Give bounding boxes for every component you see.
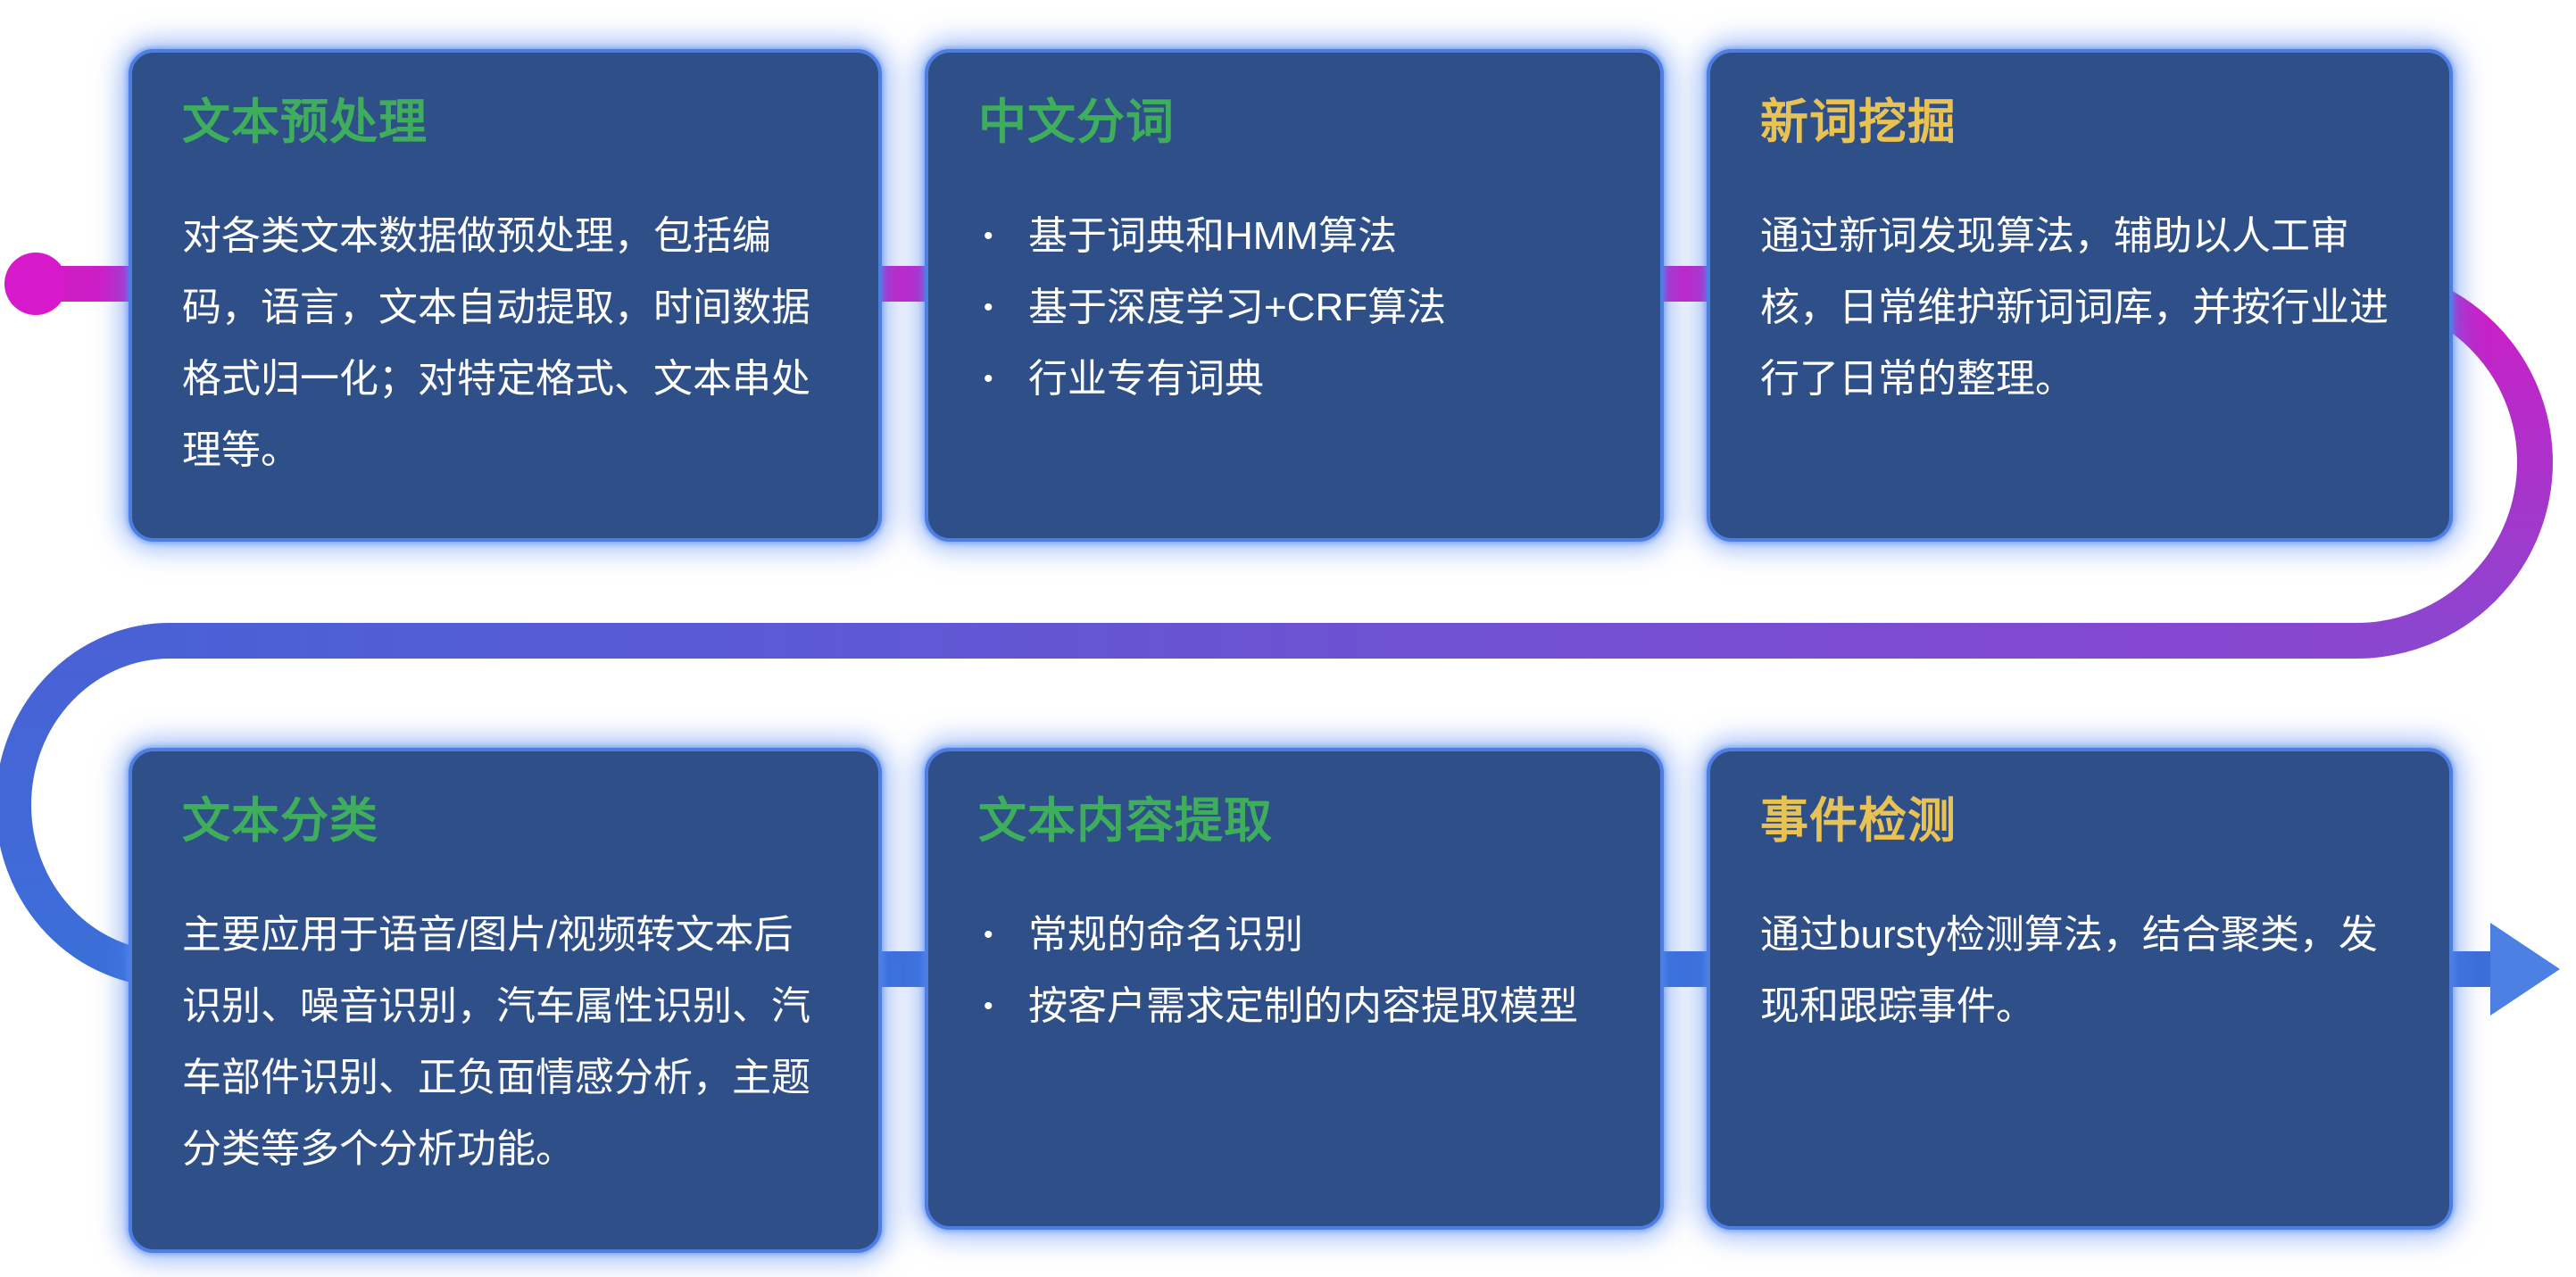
card-text-preprocessing: 文本预处理 对各类文本数据做预处理，包括编码，语言，文本自动提取，时间数据格式归…: [129, 49, 882, 542]
card-text-content-extraction: 文本内容提取 • 常规的命名识别 • 按客户需求定制的内容提取模型: [925, 748, 1664, 1230]
bullet-item: • 行业专有词典: [978, 344, 1610, 415]
bullet-dot-icon: •: [984, 920, 993, 949]
card-bullet-list: • 基于词典和HMM算法 • 基于深度学习+CRF算法 • 行业专有词典: [978, 201, 1610, 415]
card-body: 对各类文本数据做预处理，包括编码，语言，文本自动提取，时间数据格式归一化；对特定…: [182, 214, 810, 472]
bullet-dot-icon: •: [984, 221, 993, 251]
card-body: 通过新词发现算法，辅助以人工审核，日常维护新词词库，并按行业进行了日常的整理。: [1760, 214, 2389, 401]
card-title: 文本预处理: [182, 95, 428, 149]
bullet-item: • 常规的命名识别: [978, 900, 1610, 971]
card-body: 主要应用于语音/图片/视频转文本后识别、噪音识别，汽车属性识别、汽车部件识别、正…: [182, 913, 810, 1171]
flow-line-bottom: [0, 623, 2499, 987]
card-event-detection: 事件检测 通过bursty检测算法，结合聚类，发现和跟踪事件。: [1707, 748, 2453, 1230]
bullet-dot-icon: •: [984, 991, 993, 1021]
flow-start-dot-icon: [4, 253, 67, 315]
card-title: 新词挖掘: [1760, 95, 1957, 149]
card-title: 事件检测: [1760, 794, 1957, 848]
bullet-dot-icon: •: [984, 293, 993, 322]
bullet-dot-icon: •: [984, 364, 993, 394]
bullet-text: 常规的命名识别: [1028, 913, 1303, 957]
card-title: 文本分类: [182, 794, 378, 848]
bullet-item: • 基于深度学习+CRF算法: [978, 272, 1610, 344]
card-new-word-mining: 新词挖掘 通过新词发现算法，辅助以人工审核，日常维护新词词库，并按行业进行了日常…: [1707, 49, 2453, 542]
card-title: 中文分词: [978, 95, 1175, 149]
card-chinese-word-segmentation: 中文分词 • 基于词典和HMM算法 • 基于深度学习+CRF算法 • 行业专有词…: [925, 49, 1664, 542]
card-text-classification: 文本分类 主要应用于语音/图片/视频转文本后识别、噪音识别，汽车属性识别、汽车部…: [129, 748, 882, 1253]
bullet-item: • 基于词典和HMM算法: [978, 201, 1610, 272]
bullet-text: 行业专有词典: [1028, 357, 1264, 401]
bullet-text: 基于深度学习+CRF算法: [1028, 286, 1447, 329]
card-bullet-list: • 常规的命名识别 • 按客户需求定制的内容提取模型: [978, 900, 1610, 1042]
card-body: 通过bursty检测算法，结合聚类，发现和跟踪事件。: [1760, 913, 2378, 1028]
card-title: 文本内容提取: [978, 794, 1273, 848]
flow-arrow-icon: [2490, 923, 2560, 1016]
bullet-text: 基于词典和HMM算法: [1028, 214, 1398, 258]
bullet-text: 按客户需求定制的内容提取模型: [1028, 984, 1578, 1028]
bullet-item: • 按客户需求定制的内容提取模型: [978, 971, 1610, 1042]
